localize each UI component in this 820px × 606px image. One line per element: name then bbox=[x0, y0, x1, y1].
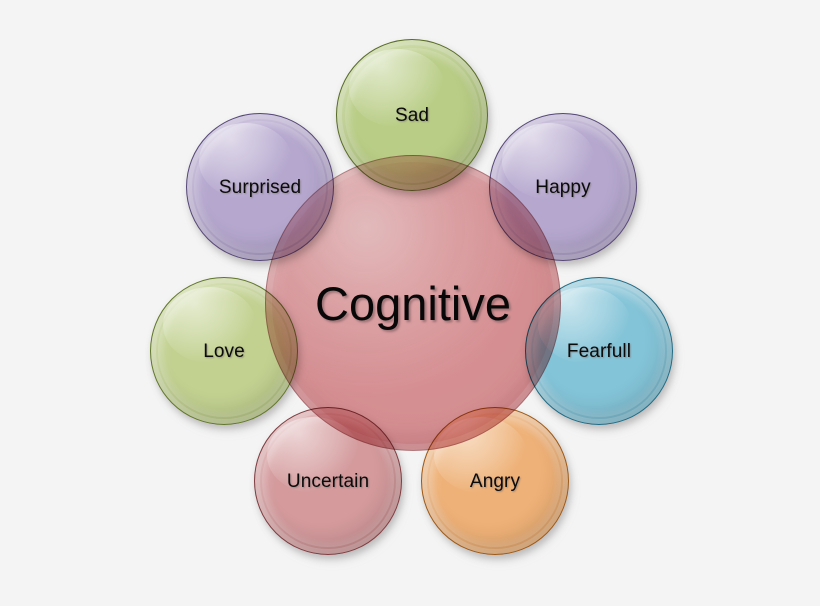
core-bubble-label: Cognitive bbox=[315, 276, 511, 330]
satellite-bubble-label: Uncertain bbox=[286, 470, 370, 492]
satellite-bubble-label: Surprised bbox=[218, 176, 302, 198]
satellite-bubble-label: Sad bbox=[394, 104, 430, 126]
core-bubble-cognitive[interactable]: Cognitive bbox=[265, 155, 561, 451]
satellite-bubble-label: Angry bbox=[469, 470, 521, 492]
satellite-bubble-label: Happy bbox=[535, 176, 591, 198]
satellite-bubble-label: Love bbox=[203, 340, 245, 362]
satellite-bubble-label: Fearfull bbox=[566, 340, 632, 362]
